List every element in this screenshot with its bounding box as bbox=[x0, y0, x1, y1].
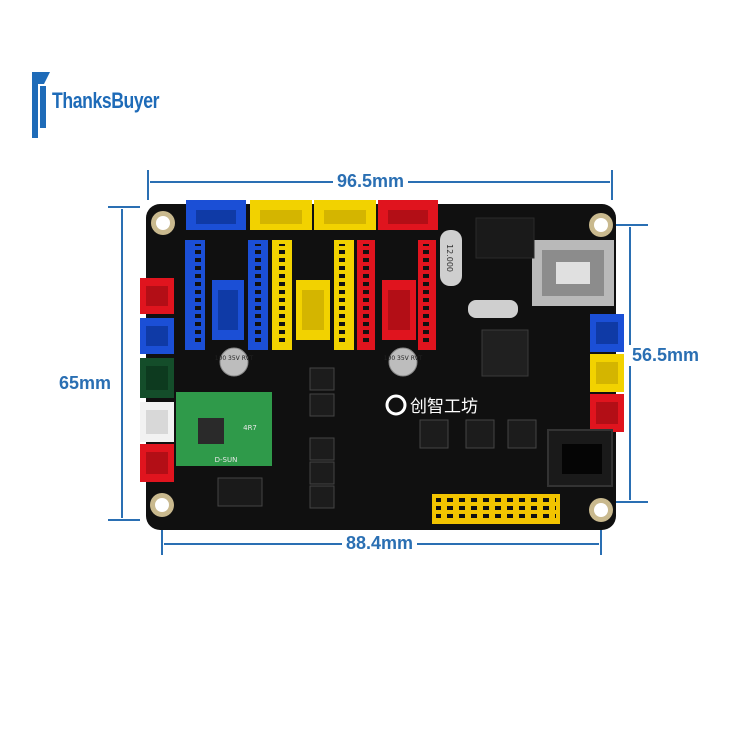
right-connector-yellow bbox=[590, 354, 624, 392]
brand-logo: ThanksBuyer bbox=[30, 70, 160, 140]
driver-header-blue bbox=[185, 240, 268, 350]
driver-header-red bbox=[357, 240, 436, 350]
bottom-pin-header bbox=[432, 494, 560, 524]
left-connector-red-2 bbox=[140, 444, 174, 482]
dimension-left-label: 65mm bbox=[59, 373, 112, 393]
dc-power-jack bbox=[547, 429, 613, 487]
left-connector-white bbox=[140, 402, 174, 442]
top-connector-yellow-2 bbox=[314, 200, 376, 230]
left-connector-dark-green bbox=[140, 358, 174, 398]
mounting-hole bbox=[150, 493, 174, 517]
capacitor-1: 100 35V RVT bbox=[215, 347, 254, 377]
crystal-label: 12.000 bbox=[445, 244, 454, 272]
capacitor-2: 100 35V RVT bbox=[384, 347, 423, 377]
mosfet-group-left bbox=[309, 367, 335, 509]
top-connector-yellow-1 bbox=[250, 200, 312, 230]
brand-name: ThanksBuyer bbox=[52, 88, 160, 113]
left-connector-red bbox=[140, 278, 174, 314]
microcontroller-chip bbox=[481, 329, 529, 377]
soic-chip bbox=[217, 477, 263, 507]
capacitor-2-label: 100 35V RVT bbox=[384, 355, 423, 362]
module-label: D-SUN bbox=[215, 456, 238, 464]
mounting-hole bbox=[589, 498, 613, 522]
dimension-bottom-label: 88.4mm bbox=[342, 533, 418, 554]
driver-header-yellow bbox=[272, 240, 354, 350]
left-connector-blue bbox=[140, 318, 174, 354]
usb-b-port bbox=[532, 240, 614, 306]
module-mark: 4R7 bbox=[243, 424, 257, 432]
pcb-board: 12.000 100 35V RVT 100 35V RVT bbox=[140, 200, 624, 530]
top-connector-red bbox=[378, 200, 438, 230]
right-connector-red bbox=[590, 394, 624, 432]
board-brand: 创智工坊 bbox=[385, 394, 478, 417]
crystal-small bbox=[468, 300, 518, 318]
dimension-top-label: 96.5mm bbox=[333, 171, 409, 192]
mounting-hole bbox=[589, 213, 613, 237]
top-connector-blue bbox=[186, 200, 246, 230]
mounting-hole bbox=[151, 211, 175, 235]
ic-chip-top bbox=[475, 217, 535, 259]
capacitor-1-label: 100 35V RVT bbox=[215, 355, 254, 362]
dimension-left bbox=[108, 206, 140, 521]
brand-logo-icon bbox=[32, 72, 50, 138]
mosfet-group-right bbox=[419, 419, 537, 449]
dc-dc-module: D-SUN 4R7 bbox=[176, 392, 272, 466]
dimension-right-label: 56.5mm bbox=[628, 345, 704, 366]
right-connector-blue bbox=[590, 314, 624, 352]
board-brand-text: 创智工坊 bbox=[410, 397, 478, 417]
crystal-oscillator: 12.000 bbox=[440, 230, 462, 286]
